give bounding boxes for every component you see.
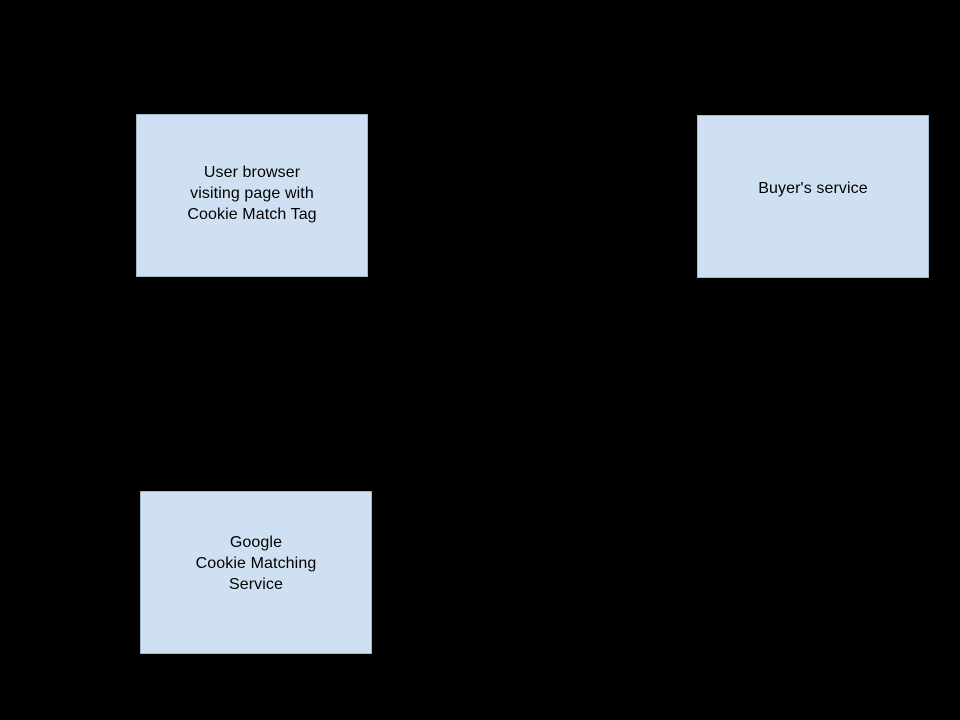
node-user-browser-label: User browser visiting page with Cookie M… xyxy=(187,164,317,223)
node-user-browser[interactable]: User browser visiting page with Cookie M… xyxy=(136,114,368,277)
node-buyers-service[interactable]: Buyer's service xyxy=(697,115,929,278)
node-google-cookie-matching-label: Google Cookie Matching Service xyxy=(195,534,317,593)
node-google-cookie-matching[interactable]: Google Cookie Matching Service xyxy=(140,491,372,654)
node-buyers-service-label: Buyer's service xyxy=(758,180,868,197)
